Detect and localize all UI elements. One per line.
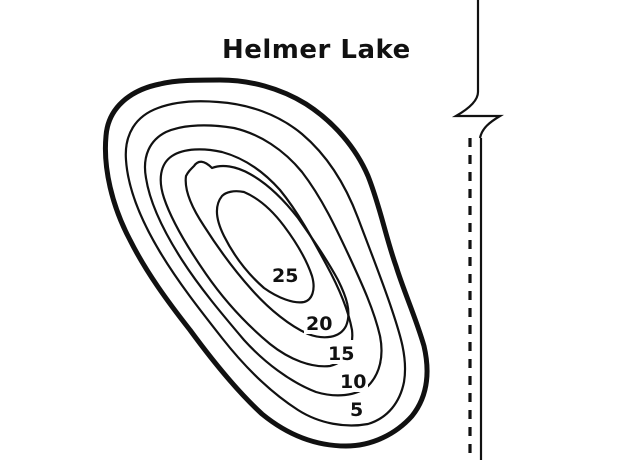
depth-label-5-mask [348,396,368,420]
depth-label-15-mask [326,340,356,364]
depth-label-10-mask [338,368,368,392]
lake-title: Helmer Lake [222,35,411,65]
depth-label-20-mask [304,310,334,334]
contour-5 [124,100,407,427]
depth-label-15: 15 [328,343,354,365]
road-line-upper [451,0,504,139]
depth-label-20: 20 [306,313,332,335]
contour-25 [215,190,315,304]
depth-label-5: 5 [350,399,363,421]
depth-label-25: 25 [272,265,298,287]
contour-20 [184,160,350,339]
lake-shoreline [102,77,430,449]
depth-label-25-mask [270,262,300,286]
depth-label-10: 10 [340,371,366,393]
